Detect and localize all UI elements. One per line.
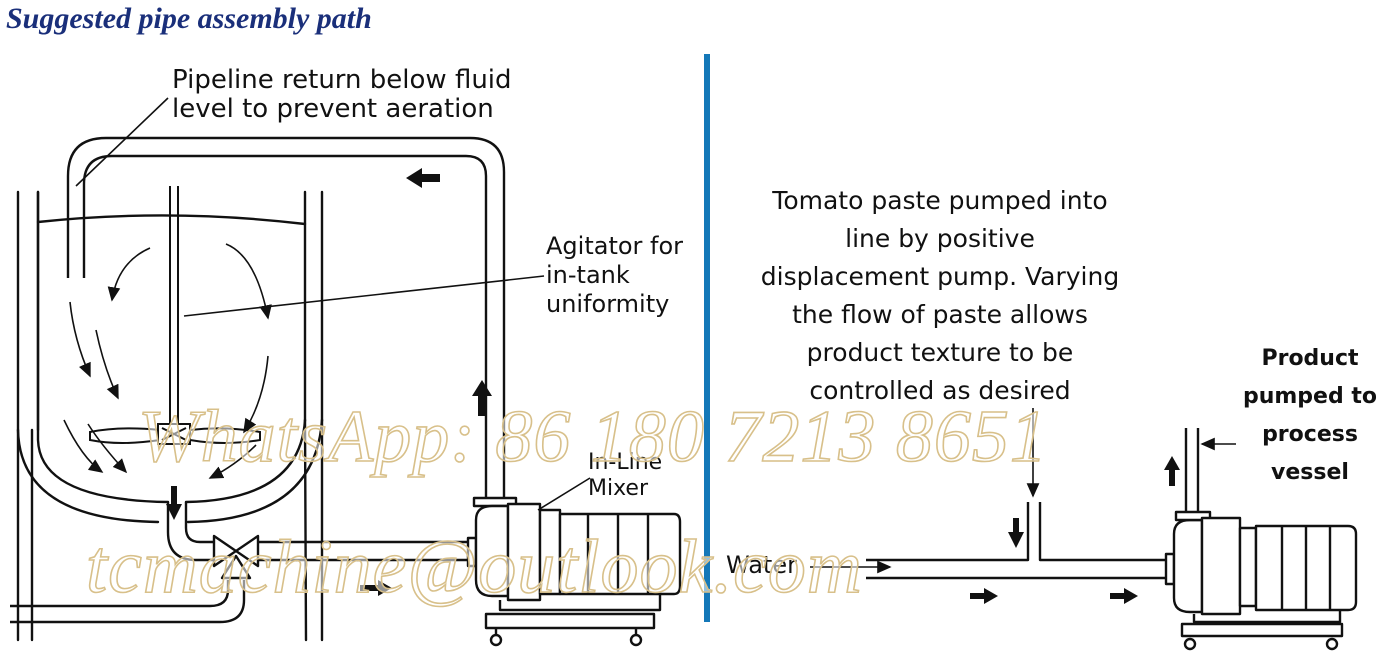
inline-mixer-label: In-Line Mixer — [588, 450, 663, 501]
return-pipeline-label: Pipeline return below fluid level to pre… — [172, 65, 512, 124]
water-line — [866, 502, 1168, 580]
flow-arrows-bold-left — [166, 168, 492, 596]
section-divider — [704, 54, 710, 622]
watermark-whatsapp: WhatsApp: 86 180 7213 8651 — [137, 395, 1048, 479]
leader-lines — [75, 97, 591, 511]
product-outlet-label: Product pumped to process vessel — [1242, 346, 1378, 485]
water-inlet-label: Water — [726, 551, 797, 579]
agitator-label: Agitator for in-tank uniformity — [546, 232, 684, 318]
inline-mixer-left — [466, 502, 682, 647]
outlet-pipeline — [10, 502, 470, 624]
return-pipeline — [66, 136, 518, 508]
page-title: Suggested pipe assembly path — [6, 2, 372, 35]
flow-circulation-arrows — [63, 243, 272, 479]
tomato-paste-label: Tomato paste pumped into line by positiv… — [760, 186, 1120, 405]
mixing-tank — [16, 190, 324, 642]
watermark-email: tcmachine@outlook.com — [85, 524, 863, 610]
flow-arrows-bold-right — [970, 456, 1180, 604]
three-way-valve — [212, 534, 260, 580]
agitator — [89, 186, 261, 445]
inline-mixer-right — [1164, 428, 1358, 651]
